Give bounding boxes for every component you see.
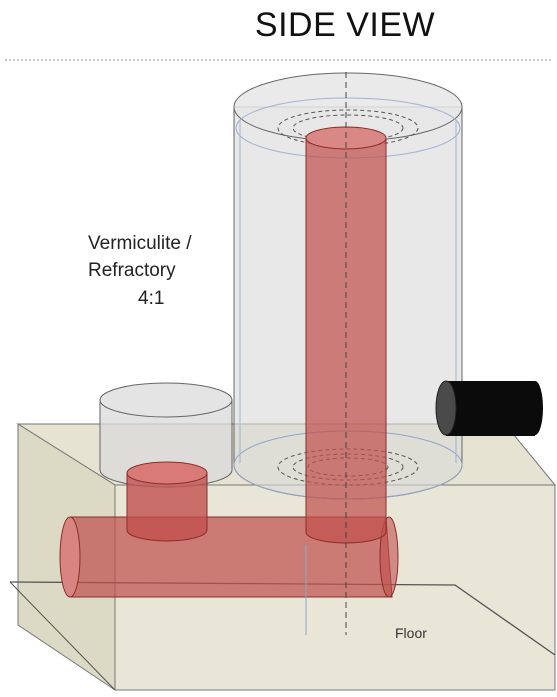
feed-riser (126, 461, 208, 542)
mix-ratio-label: 4:1 (138, 288, 165, 309)
floor-label: Floor (395, 625, 427, 641)
fill-material-label-line2: Refractory (88, 260, 176, 281)
fill-material-label-line1: Vermiculite / (88, 233, 192, 254)
page-title: SIDE VIEW (254, 6, 436, 44)
exhaust-outlet (435, 380, 543, 436)
